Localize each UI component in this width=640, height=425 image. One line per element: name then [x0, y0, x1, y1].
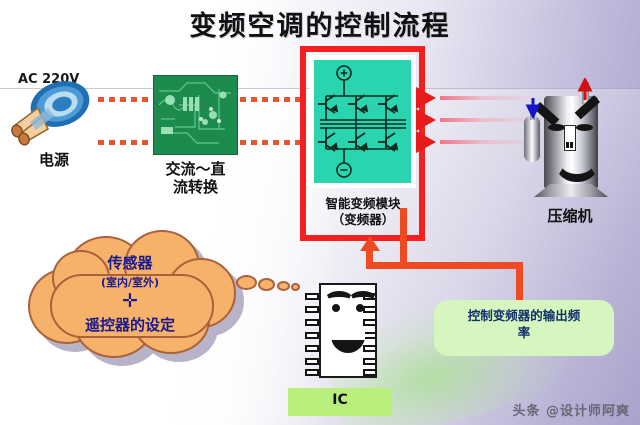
ic-pin-left-3: [305, 319, 319, 326]
compressor-suction-arrow: [525, 98, 541, 120]
thought-bubble-3: [277, 281, 290, 291]
ic-pin-right-7: [363, 369, 377, 376]
callout-text: 控制变频器的输出频 率: [440, 308, 608, 342]
converter-caption-line2: 流转换: [172, 177, 218, 196]
connector-top-stub: [400, 208, 407, 264]
ic-left-eye: [332, 304, 340, 312]
connector-top-stub-horizontal: [400, 208, 406, 215]
output-arrow-1: [416, 87, 436, 109]
converter-dotted-line-bottom: [240, 140, 302, 145]
callout-bubble: [434, 300, 614, 356]
converter-caption: 交流～直 流转换: [143, 160, 248, 196]
inverter-caption-line2: （变频器）: [331, 212, 395, 228]
igbt-bridge-circuit-icon: [314, 60, 411, 183]
connector-arrow-to-inverter: [360, 236, 380, 251]
ic-pin-right-4: [363, 332, 377, 339]
ic-pin-left-5: [305, 345, 319, 352]
connector-vertical-left: [366, 250, 373, 269]
ic-chip-icon: [305, 283, 377, 378]
ic-right-eye: [356, 304, 364, 312]
compressor-nose: [564, 125, 576, 151]
compressor-base: [534, 184, 608, 197]
ac-power-plug-icon: [8, 78, 98, 148]
power-caption: 电源: [38, 151, 69, 169]
connector-vertical-right: [516, 262, 523, 304]
compressor-discharge-arrow: [577, 78, 593, 100]
power-dotted-line-top: [98, 97, 156, 102]
output-ray-2: [440, 118, 535, 122]
pcb-board-icon: [153, 75, 238, 155]
converter-caption-line1: 交流～直: [165, 160, 226, 178]
callout-line1: 控制变频器的输出频: [467, 308, 581, 323]
sensors-label: 传感器: [107, 254, 153, 272]
inverter-caption-line1: 智能变频模块: [325, 196, 401, 211]
output-ray-3: [440, 140, 535, 144]
compressor-left-eye: [548, 124, 565, 131]
converter-dotted-line-top: [240, 97, 302, 102]
plus-sign-icon: ✛: [122, 290, 138, 312]
output-arrow-2: [416, 109, 436, 131]
connector-horizontal: [366, 262, 523, 269]
ic-pin-right-5: [363, 345, 377, 352]
ic-pin-left-6: [305, 358, 319, 365]
compressor-accumulator: [524, 116, 540, 162]
compressor-nostril-left: [566, 142, 569, 148]
ic-pin-left-1: [305, 293, 319, 300]
thought-bubble-2: [258, 278, 275, 291]
ic-pin-left-7: [305, 369, 319, 376]
compressor-icon: [520, 78, 620, 203]
callout-line2: 率: [517, 324, 531, 340]
ic-right-eyebrow: [349, 291, 377, 308]
sensors-sublabel: (室内/室外): [100, 276, 160, 289]
compressor-right-eye: [576, 124, 593, 131]
compressor-caption: 压缩机: [547, 207, 593, 225]
output-ray-1: [440, 96, 535, 100]
inverter-caption: 智能变频模块 （变频器）: [296, 196, 430, 229]
ic-label-background: [288, 388, 392, 416]
sensors-cloud-text: 传感器 (室内/室外) ✛ 遥控器的设定: [22, 252, 238, 335]
remote-setting-label: 遥控器的设定: [84, 316, 175, 334]
ic-pin-left-4: [305, 332, 319, 339]
thought-bubble-1: [236, 275, 257, 290]
thought-bubble-4: [291, 283, 300, 291]
sensors-cloud: [22, 228, 238, 360]
ic-mouth-upper-lip: [331, 332, 365, 340]
ic-pin-left-2: [305, 306, 319, 313]
ic-pin-right-6: [363, 358, 377, 365]
output-arrow-3: [416, 131, 436, 153]
ic-pin-right-3: [363, 319, 377, 326]
ic-left-eyebrow: [325, 291, 353, 308]
ic-caption: IC: [332, 392, 348, 408]
page-title: 变频空调的控制流程: [189, 11, 451, 42]
power-dotted-line-bottom: [98, 140, 156, 145]
watermark: 头条 @设计师阿爽: [512, 404, 630, 419]
compressor-mouth: [554, 156, 600, 182]
compressor-nostril-right: [570, 142, 573, 148]
